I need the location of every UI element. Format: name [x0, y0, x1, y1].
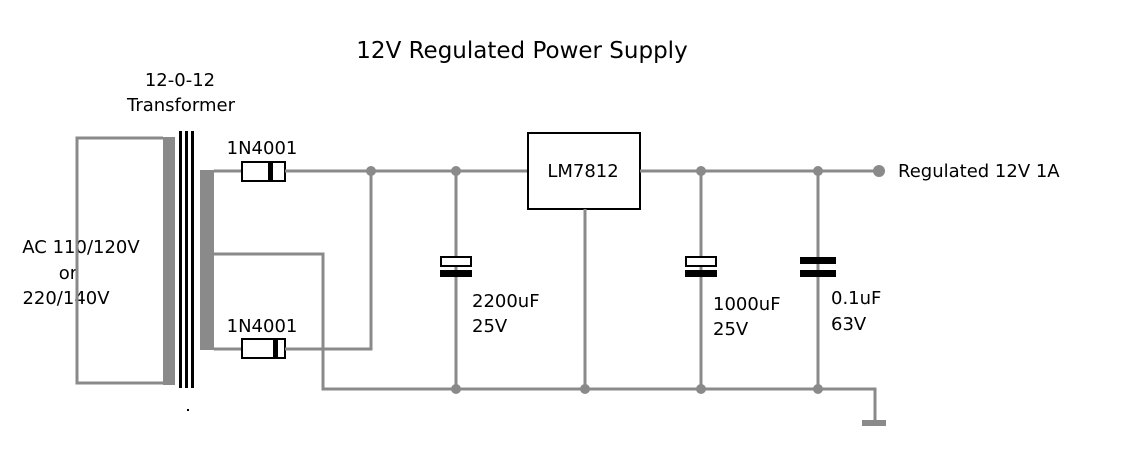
- capacitor-c3: [800, 257, 836, 277]
- junction-dot: [813, 166, 823, 176]
- capacitor-c1: [440, 256, 472, 277]
- regulator-label: LM7812: [547, 161, 618, 182]
- junction-dot: [813, 384, 823, 394]
- junction-dot: [366, 166, 376, 176]
- ac-input-label-line1: AC 110/120V: [22, 237, 140, 258]
- diode-1-label: 1N4001: [227, 138, 298, 159]
- regulator-lm7812: [527, 132, 641, 210]
- wire-diode-2-return: [285, 171, 373, 351]
- ac-input-label-line2: or: [59, 263, 78, 284]
- ground-icon: [862, 420, 886, 426]
- capacitor-c2-value: 1000uF: [713, 294, 781, 315]
- capacitor-c3-voltage: 63V: [831, 314, 867, 335]
- capacitor-c2: [685, 256, 717, 277]
- ground-wire: [214, 252, 877, 422]
- junction-dot: [696, 166, 706, 176]
- junction-dot: [451, 166, 461, 176]
- capacitor-c3-value: 0.1uF: [831, 288, 881, 309]
- output-terminal: [873, 165, 885, 177]
- junction-dot: [580, 384, 590, 394]
- diode-2-label: 1N4001: [227, 316, 298, 337]
- secondary-winding: [200, 169, 242, 351]
- capacitor-c2-voltage: 25V: [713, 319, 749, 340]
- transformer-label-name: Transformer: [126, 95, 236, 116]
- capacitor-c1-voltage: 25V: [472, 316, 508, 337]
- transformer-core: [179, 131, 194, 411]
- ac-input-label-line3: 220/140V: [22, 288, 110, 309]
- junction-dot: [451, 384, 461, 394]
- primary-winding: [75, 136, 175, 385]
- junction-dot: [696, 384, 706, 394]
- output-label: Regulated 12V 1A: [898, 161, 1060, 182]
- diode-1: [241, 161, 286, 182]
- diode-2: [241, 338, 286, 359]
- capacitor-c1-value: 2200uF: [472, 291, 540, 312]
- diagram-title: 12V Regulated Power Supply: [356, 38, 687, 64]
- transformer-label-rating: 12-0-12: [145, 70, 215, 91]
